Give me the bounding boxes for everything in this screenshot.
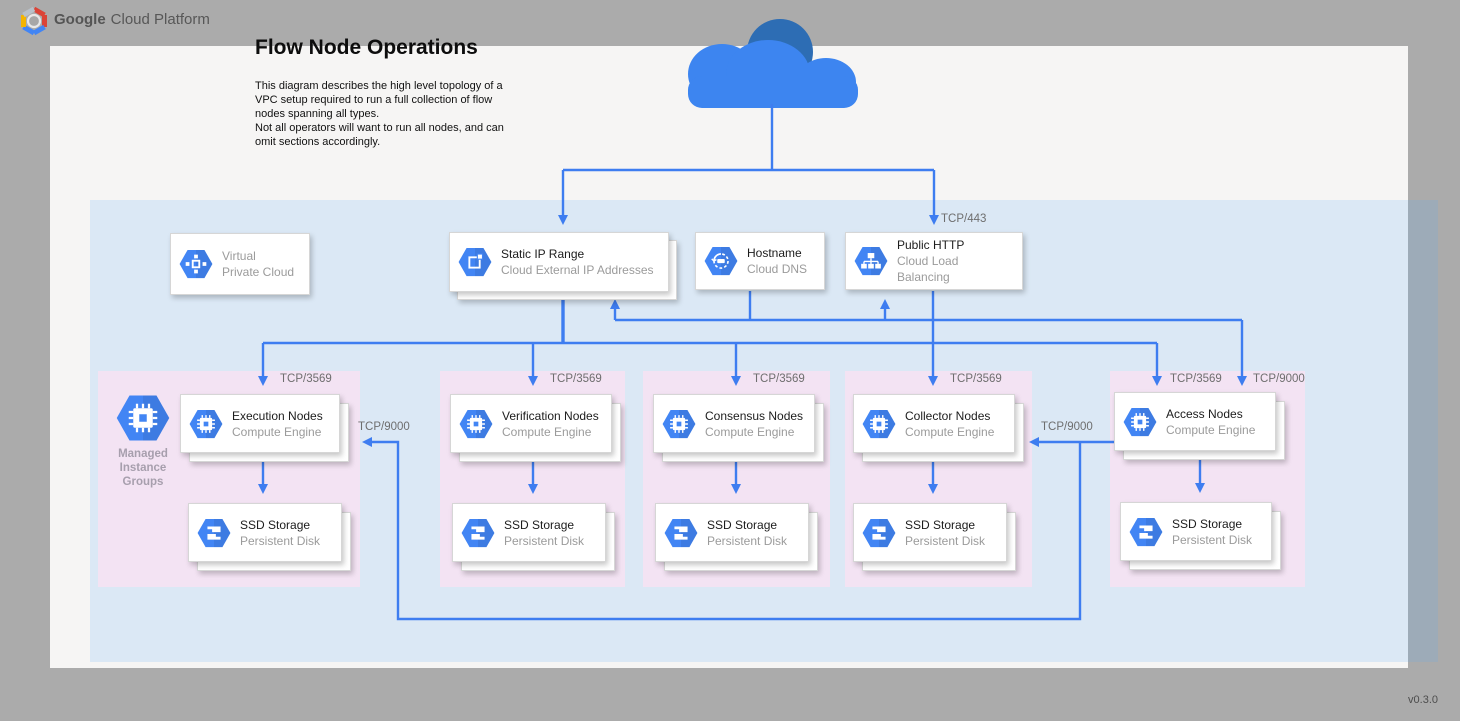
access-ssd-title: SSD Storage (1172, 516, 1243, 531)
access-nodes-card: Access Nodes Compute Engine (1114, 392, 1276, 451)
persistent-disk-icon (664, 518, 698, 548)
load-balancer-icon (854, 246, 888, 276)
port-label-tcp3569-verification: TCP/3569 (550, 373, 602, 385)
static-ip-card: Static IP Range Cloud External IP Addres… (449, 232, 669, 292)
verification-nodes-title: Verification Nodes (502, 408, 599, 423)
compute-engine-icon (862, 409, 896, 439)
collector-nodes-subtitle: Compute Engine (905, 424, 995, 439)
compute-engine-icon (459, 409, 493, 439)
vpc-icon (179, 249, 213, 279)
collector-ssd-title: SSD Storage (905, 517, 976, 532)
persistent-disk-icon (197, 518, 231, 548)
compute-engine-icon (1123, 407, 1157, 437)
access-ssd-subtitle: Persistent Disk (1172, 532, 1253, 547)
consensus-ssd-subtitle: Persistent Disk (707, 533, 788, 548)
persistent-disk-icon (862, 518, 896, 548)
port-label-tcp3569-execution: TCP/3569 (280, 373, 332, 385)
public-http-title: Public HTTP (897, 238, 965, 252)
verification-ssd-subtitle: Persistent Disk (504, 533, 585, 548)
port-label-tcp9000-access: TCP/9000 (1253, 373, 1305, 385)
static-ip-subtitle: Cloud External IP Addresses (501, 263, 654, 277)
port-label-tcp9000-collector: TCP/9000 (1041, 421, 1093, 433)
execution-nodes-subtitle: Compute Engine (232, 424, 322, 439)
brand-google: Google (54, 11, 106, 28)
external-ip-icon (458, 247, 492, 277)
port-label-tcp3569-access: TCP/3569 (1170, 373, 1222, 385)
verification-ssd-title: SSD Storage (504, 517, 575, 532)
diagram-description: This diagram describes the high level to… (255, 80, 504, 148)
execution-nodes-card: Execution Nodes Compute Engine (180, 394, 340, 453)
version-label: v0.3.0 (1408, 694, 1438, 706)
brand-cloud-platform: Cloud Platform (110, 11, 210, 28)
page-title: Flow Node Operations (255, 36, 478, 59)
verification-nodes-card: Verification Nodes Compute Engine (450, 394, 612, 453)
vpc-card: Virtual Private Cloud (170, 233, 310, 295)
access-nodes-title: Access Nodes (1166, 406, 1243, 421)
collector-ssd-subtitle: Persistent Disk (905, 533, 986, 548)
collector-nodes-card: Collector Nodes Compute Engine (853, 394, 1015, 453)
consensus-nodes-title: Consensus Nodes (705, 408, 804, 423)
gcp-logo-icon (21, 6, 47, 36)
public-http-subtitle: Cloud Load Balancing (897, 254, 959, 284)
collector-nodes-title: Collector Nodes (905, 408, 991, 423)
execution-ssd-card: SSD Storage Persistent Disk (188, 503, 342, 562)
consensus-nodes-subtitle: Compute Engine (705, 424, 795, 439)
execution-ssd-title: SSD Storage (240, 517, 311, 532)
compute-engine-icon (662, 409, 696, 439)
consensus-nodes-card: Consensus Nodes Compute Engine (653, 394, 815, 453)
verification-ssd-card: SSD Storage Persistent Disk (452, 503, 606, 562)
static-ip-title: Static IP Range (501, 247, 585, 261)
execution-nodes-title: Execution Nodes (232, 408, 323, 423)
execution-ssd-subtitle: Persistent Disk (240, 533, 321, 548)
port-label-tcp3569-collector: TCP/3569 (950, 373, 1002, 385)
managed-instance-groups-icon (116, 394, 170, 442)
internet-cloud-icon (688, 19, 858, 108)
port-label-tcp3569-consensus: TCP/3569 (753, 373, 805, 385)
vpc-subtitle: Private Cloud (222, 265, 295, 279)
persistent-disk-icon (461, 518, 495, 548)
hostname-subtitle: Cloud DNS (747, 262, 808, 276)
access-nodes-subtitle: Compute Engine (1166, 422, 1256, 437)
vpc-title: Virtual (222, 249, 256, 263)
hostname-card: Hostname Cloud DNS (695, 232, 825, 290)
port-label-tcp443: TCP/443 (941, 213, 987, 225)
port-label-tcp9000-execution: TCP/9000 (358, 421, 410, 433)
public-http-card: Public HTTP Cloud Load Balancing (845, 232, 1023, 290)
collector-ssd-card: SSD Storage Persistent Disk (853, 503, 1007, 562)
persistent-disk-icon (1129, 517, 1163, 547)
compute-engine-icon (189, 409, 223, 439)
verification-nodes-subtitle: Compute Engine (502, 424, 592, 439)
cloud-dns-icon (704, 246, 738, 276)
consensus-ssd-title: SSD Storage (707, 517, 778, 532)
managed-instance-groups-label: Managed Instance Groups (118, 448, 168, 488)
access-ssd-card: SSD Storage Persistent Disk (1120, 502, 1272, 561)
consensus-ssd-card: SSD Storage Persistent Disk (655, 503, 809, 562)
hostname-title: Hostname (747, 246, 802, 260)
